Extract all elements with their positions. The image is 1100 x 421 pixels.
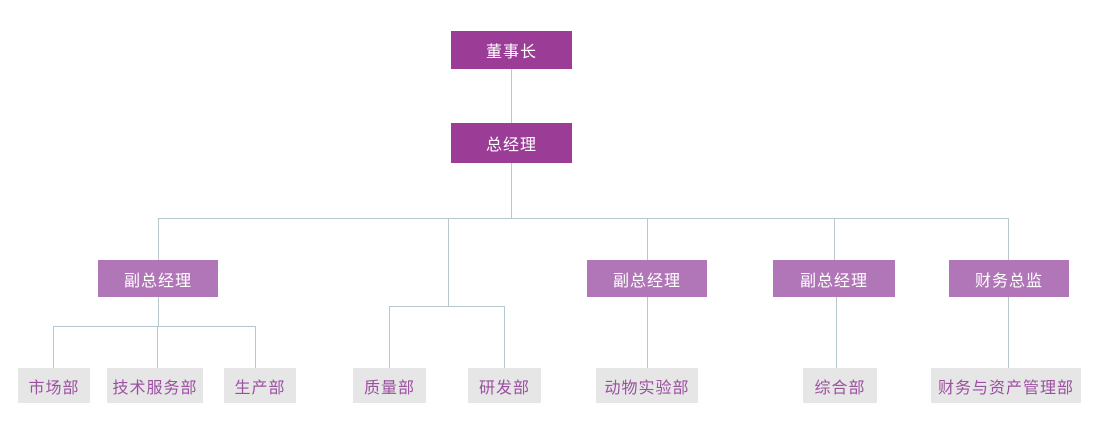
- connector-line: [511, 163, 512, 218]
- connector-line: [1008, 297, 1009, 368]
- connector-line: [647, 218, 648, 260]
- connector-line: [255, 326, 256, 368]
- connector-line: [834, 218, 835, 260]
- org-node-marketing-dept: 市场部: [18, 368, 90, 403]
- connector-line: [389, 306, 390, 368]
- connector-line: [158, 297, 159, 326]
- org-node-general-manager: 总经理: [451, 123, 572, 163]
- org-node-general-affairs-dept: 综合部: [803, 368, 877, 403]
- org-node-production-dept: 生产部: [224, 368, 296, 403]
- connector-line: [158, 218, 159, 260]
- org-node-deputy-gm-3: 副总经理: [773, 260, 895, 297]
- connector-line: [504, 306, 505, 368]
- org-node-tech-service-dept: 技术服务部: [107, 368, 203, 403]
- connector-line: [836, 297, 837, 368]
- org-node-finance-director: 财务总监: [949, 260, 1069, 297]
- org-node-rd-dept: 研发部: [468, 368, 541, 403]
- connector-line: [389, 306, 505, 307]
- org-node-deputy-gm-1: 副总经理: [98, 260, 218, 297]
- org-node-animal-lab-dept: 动物实验部: [596, 368, 698, 403]
- connector-line: [53, 326, 256, 327]
- connector-line: [448, 218, 449, 306]
- org-node-quality-dept: 质量部: [353, 368, 426, 403]
- org-node-deputy-gm-2: 副总经理: [587, 260, 707, 297]
- connector-line: [157, 326, 158, 368]
- connector-line: [53, 326, 54, 368]
- connector-line: [158, 218, 1009, 219]
- connector-line: [647, 297, 648, 368]
- connector-line: [1008, 218, 1009, 260]
- org-node-finance-asset-dept: 财务与资产管理部: [931, 368, 1081, 403]
- connector-line: [511, 69, 512, 123]
- org-node-chairman: 董事长: [451, 31, 572, 69]
